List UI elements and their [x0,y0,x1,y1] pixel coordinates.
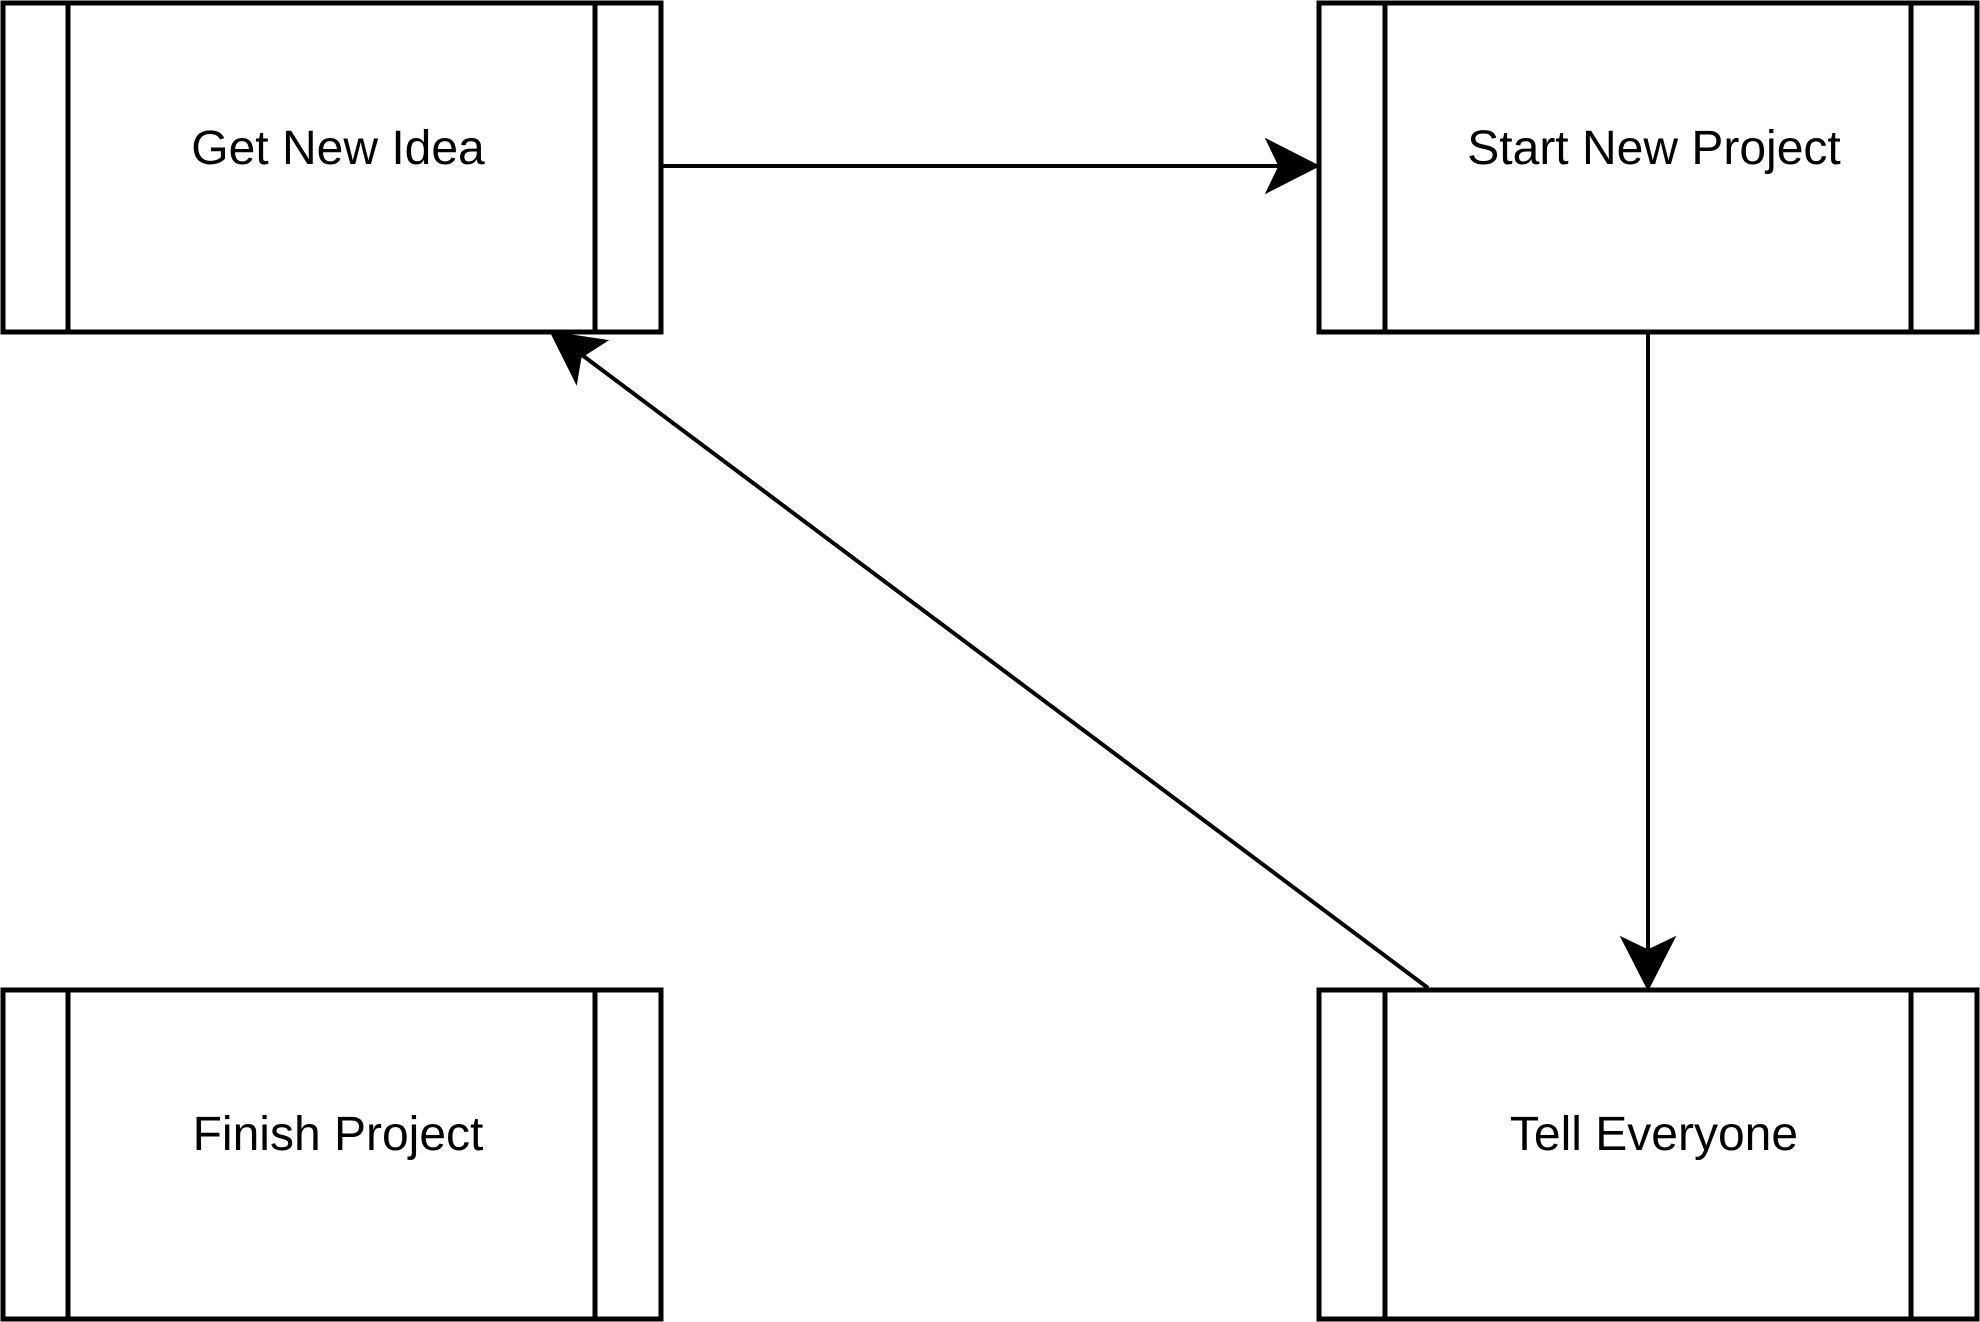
edge-get-new-idea-to-start-new-project[interactable] [661,137,1321,195]
edge-start-new-project-to-tell-everyone[interactable] [1619,332,1677,992]
node-tell-everyone[interactable]: Tell Everyone [1316,987,1980,1322]
node-get-new-idea[interactable]: Get New Idea [0,0,664,335]
node-label: Start New Project [1467,122,1840,175]
node-box [1316,0,1980,335]
arrowhead-icon [1619,935,1677,992]
arrowhead-icon [1264,137,1321,195]
edge-tell-everyone-to-get-new-idea[interactable] [549,331,1430,990]
node-label: Tell Everyone [1510,1108,1798,1161]
node-box [0,0,664,335]
node-box [0,987,664,1322]
node-label: Finish Project [193,1108,484,1161]
edge-line [576,350,1430,990]
node-finish-project[interactable]: Finish Project [0,987,664,1322]
node-start-new-project[interactable]: Start New Project [1316,0,1980,335]
arrowhead-icon [549,331,610,386]
node-label: Get New Idea [191,122,485,175]
